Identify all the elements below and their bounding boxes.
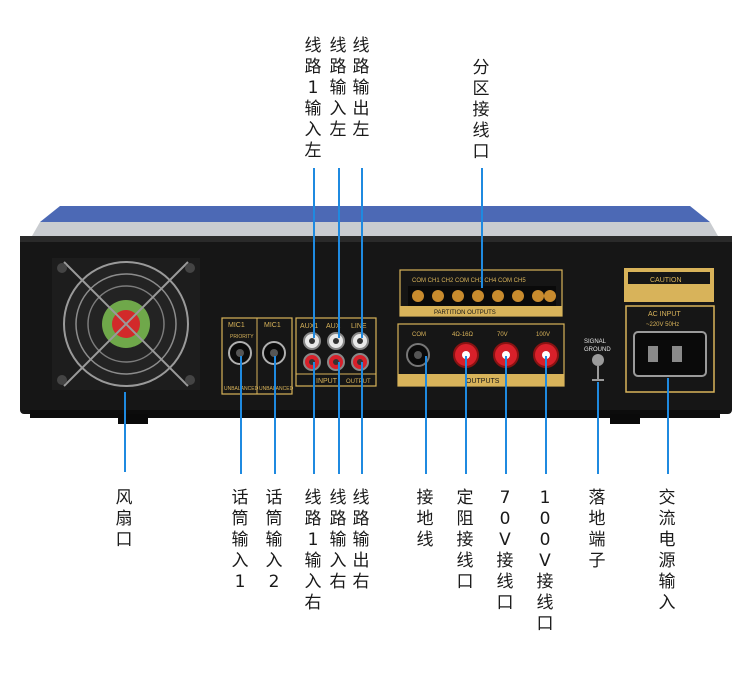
ground-label: GROUND (584, 347, 611, 353)
label-mic-input-2: 话 筒 输 入 2 (265, 488, 283, 592)
leader-line-out-left (361, 168, 363, 338)
line-label: LINE (351, 323, 367, 330)
partition-header: COM CH1 CH2 COM CH3 CH4 COM CH5 (412, 278, 526, 284)
label-line1-input-right: 线 路 1 输 入 右 (304, 488, 322, 613)
foot-right (610, 414, 640, 424)
label-mic-input-1: 话 筒 输 入 1 (231, 488, 249, 592)
foot-left (118, 414, 148, 424)
leader-mic2 (274, 356, 276, 474)
leader-partition (481, 168, 483, 288)
input-label: INPUT (316, 378, 338, 385)
label-ground-wire: 接 地 线 (416, 488, 434, 550)
mic1-sub-label: PRIORITY (230, 334, 254, 340)
mic1-label: MIC1 (228, 322, 245, 329)
leader-line-in-left (338, 168, 340, 338)
leader-fixed-impedance (465, 356, 467, 474)
leader-mic1 (240, 356, 242, 474)
leader-100v (545, 356, 547, 474)
leader-line-in-right (338, 362, 340, 474)
leader-ground-terminal (597, 382, 599, 474)
partition-title: PARTITION OUTPUTS (434, 310, 496, 316)
outputs-section (397, 323, 565, 387)
mic-section (221, 317, 293, 395)
leader-ground-wire (425, 356, 427, 474)
power-section (624, 268, 715, 393)
label-ground-terminal: 落 地 端 子 (588, 488, 606, 571)
outputs-header-com: COM (412, 332, 426, 338)
aux-label: AUX (326, 323, 341, 330)
label-70v-port: 7 0 V 接 线 口 (496, 488, 514, 613)
outputs-header-ohm: 4Ω-16Ω (452, 332, 473, 338)
ac-rating-label: ~220V 50Hz (646, 322, 679, 328)
label-line-output-right: 线 路 输 出 右 (352, 488, 370, 592)
chassis-top-lid (32, 222, 718, 236)
leader-70v (505, 356, 507, 474)
ac-input-label: AC INPUT (648, 311, 681, 318)
caution-label: CAUTION (650, 277, 682, 284)
outputs-title: OUTPUTS (466, 378, 500, 385)
leader-line-out-right (361, 362, 363, 474)
label-ac-power-input: 交 流 电 源 输 入 (658, 488, 676, 613)
leader-line1-right (313, 362, 315, 474)
mic-unbalanced-label-2: UNBALANCED (259, 386, 294, 392)
label-line-output-left: 线 路 输 出 左 (352, 36, 370, 140)
label-fixed-impedance: 定 阻 接 线 口 (456, 488, 474, 592)
leader-line1-left (313, 168, 315, 338)
leader-fan (124, 392, 126, 472)
label-line-input-left: 线 路 输 入 左 (329, 36, 347, 140)
label-line1-input-left: 线 路 1 输 入 左 (304, 36, 322, 161)
signal-label: SIGNAL (584, 339, 607, 345)
leader-ac-power (667, 378, 669, 474)
label-line-input-right: 线 路 输 入 右 (329, 488, 347, 592)
fan-grille (52, 258, 200, 390)
mic2-label: MIC1 (264, 322, 281, 329)
chassis-top-label (40, 206, 710, 222)
label-100v-port: 1 0 0 V 接 线 口 (536, 488, 554, 634)
label-fan: 风 扇 口 (115, 488, 133, 550)
signal-ground-terminal (592, 354, 604, 381)
rca-section (295, 317, 377, 387)
iec-power-socket (633, 331, 707, 377)
label-partition-port: 分 区 接 线 口 (472, 58, 490, 162)
output-label: OUTPUT (346, 379, 371, 385)
outputs-header-70v: 70V (497, 332, 508, 338)
aux1-label: AUX1 (300, 323, 318, 330)
outputs-header-100v: 100V (536, 332, 550, 338)
